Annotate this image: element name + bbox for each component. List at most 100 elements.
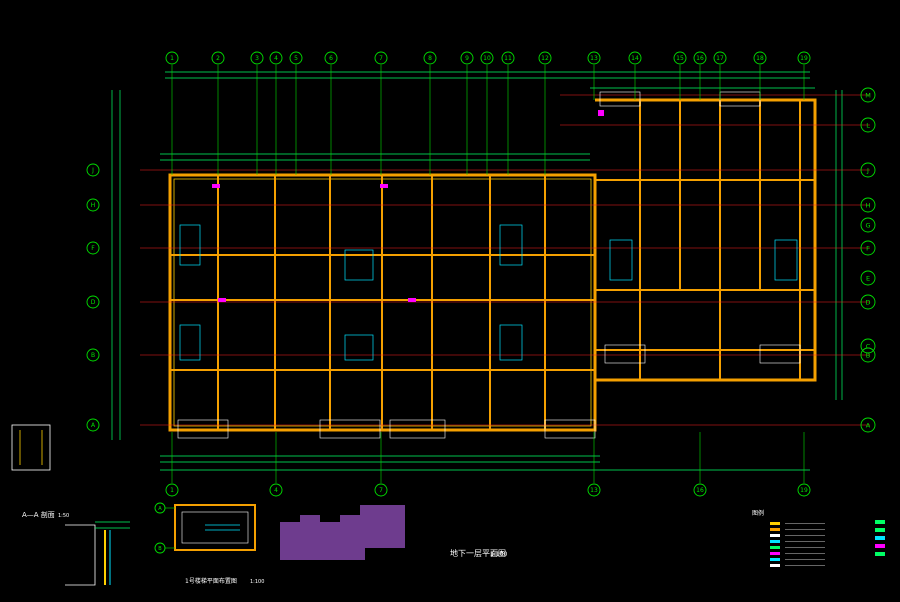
grid-left-B: B <box>91 352 95 359</box>
grid-top-8: 8 <box>428 55 432 62</box>
section-detail-drawing <box>65 521 130 586</box>
grid-left-H: H <box>91 202 96 209</box>
grid-bottom-1-circle <box>165 483 179 497</box>
grid-right-G-circle <box>860 217 876 233</box>
main-drawing-title: 地下一层平面图 <box>450 548 506 558</box>
grid-bottom-19: 19 <box>800 487 808 494</box>
legend-swatch-right-1 <box>875 520 885 524</box>
grid-left-F: F <box>91 245 95 252</box>
grid-top-5: 5 <box>294 55 298 62</box>
grid-right-E: E <box>866 274 870 282</box>
dimension-lines <box>111 71 843 471</box>
grid-bottom-7-circle <box>374 483 388 497</box>
stair-plan-detail <box>174 504 256 551</box>
legend-title: 图例 <box>752 509 764 517</box>
stair-detail-scale: 1:100 <box>250 579 264 585</box>
grid-top-14: 14 <box>631 55 639 62</box>
legend-swatch-2 <box>770 528 780 531</box>
grid-left-F-circle <box>86 241 100 255</box>
legend-swatch-8 <box>770 564 780 567</box>
grid-left-J-circle <box>86 163 100 177</box>
grid-top-15: 15 <box>676 55 684 62</box>
legend-swatch-right-4 <box>875 544 885 548</box>
legend-swatch-6 <box>770 552 780 555</box>
grid-top-2-circle <box>211 51 225 65</box>
grid-top-3: 3 <box>255 55 259 62</box>
grid-top-18-circle <box>753 51 767 65</box>
grid-bottom-4: 4 <box>274 487 278 494</box>
detail-grid-A: A <box>158 506 162 512</box>
grid-top-13: 13 <box>590 55 598 62</box>
section-title: A—A 剖面 <box>22 510 55 519</box>
grid-top-4-circle <box>269 51 283 65</box>
grid-top-15-circle <box>673 51 687 65</box>
grid-right-E-circle <box>860 270 876 286</box>
legend-swatch-4 <box>770 540 780 543</box>
grid-top-12: 12 <box>541 55 549 62</box>
stair-rooms <box>179 224 798 361</box>
legend-swatch-1 <box>770 522 780 525</box>
grid-top-9: 9 <box>465 55 469 62</box>
grid-right-L-circle <box>860 117 876 133</box>
grid-top-11-circle <box>501 51 515 65</box>
magenta-markers <box>212 110 604 302</box>
legend-swatch-5 <box>770 546 780 549</box>
grid-right-C-circle <box>860 338 876 354</box>
main-drawing-scale: 1:100 <box>490 551 507 558</box>
grid-right-F-circle <box>860 240 876 256</box>
grid-right-J: J <box>866 166 869 174</box>
grid-top-18: 18 <box>756 55 764 62</box>
grid-left-D-circle <box>86 295 100 309</box>
grid-left-A: A <box>91 422 96 429</box>
legend-swatch-7 <box>770 558 780 561</box>
grid-top-2: 2 <box>216 55 220 62</box>
grid-top-1-circle <box>165 51 179 65</box>
grid-right-J-circle <box>860 162 876 178</box>
red-axis-lines <box>140 94 870 426</box>
grid-bottom-7: 7 <box>379 487 383 494</box>
grid-bottom-4-circle <box>269 483 283 497</box>
grid-left-A-circle <box>86 418 100 432</box>
grid-right-B: B <box>866 351 870 359</box>
grid-right-D-circle <box>860 294 876 310</box>
grid-right-H: H <box>866 201 871 209</box>
grid-top-3-circle <box>250 51 264 65</box>
section-scale: 1:50 <box>58 513 69 519</box>
grid-top-5-circle <box>289 51 303 65</box>
grid-bottom-16-circle <box>693 483 707 497</box>
grid-left-J: J <box>91 167 94 174</box>
grid-left-B-circle <box>86 348 100 362</box>
grid-bottom-16: 16 <box>696 487 704 494</box>
grid-top-19: 19 <box>800 55 808 62</box>
grid-top-14-circle <box>628 51 642 65</box>
grid-top-6-circle <box>324 51 338 65</box>
grid-top-10-circle <box>480 51 494 65</box>
grid-top-19-circle <box>797 51 811 65</box>
grid-right-A: A <box>866 421 871 429</box>
grid-top-6: 6 <box>329 55 333 62</box>
grid-top-7: 7 <box>379 55 383 62</box>
grid-top-17-circle <box>713 51 727 65</box>
legend-swatch-right-3 <box>875 536 885 540</box>
grid-top-4: 4 <box>274 55 278 62</box>
grid-right-D: D <box>865 298 870 306</box>
grid-top-13-circle <box>587 51 601 65</box>
key-plan <box>280 505 405 560</box>
legend-swatch-3 <box>770 534 780 537</box>
stair-detail-title: 1号楼梯平面布置图 <box>185 577 237 585</box>
wall-section-mini <box>11 424 51 471</box>
grid-left-D: D <box>91 299 96 306</box>
grid-bottom-1: 1 <box>170 487 174 494</box>
grid-top-16: 16 <box>696 55 704 62</box>
grid-top-11: 11 <box>504 55 512 62</box>
grid-right-F: F <box>866 244 870 252</box>
legend-swatch-right-5 <box>875 552 885 556</box>
grid-top-10: 10 <box>483 55 491 62</box>
grid-top-17: 17 <box>716 55 724 62</box>
grid-left-H-circle <box>86 198 100 212</box>
grid-right-A-circle <box>860 417 876 433</box>
grid-bottom-13: 13 <box>590 487 598 494</box>
detail-grid-B: B <box>158 546 162 552</box>
